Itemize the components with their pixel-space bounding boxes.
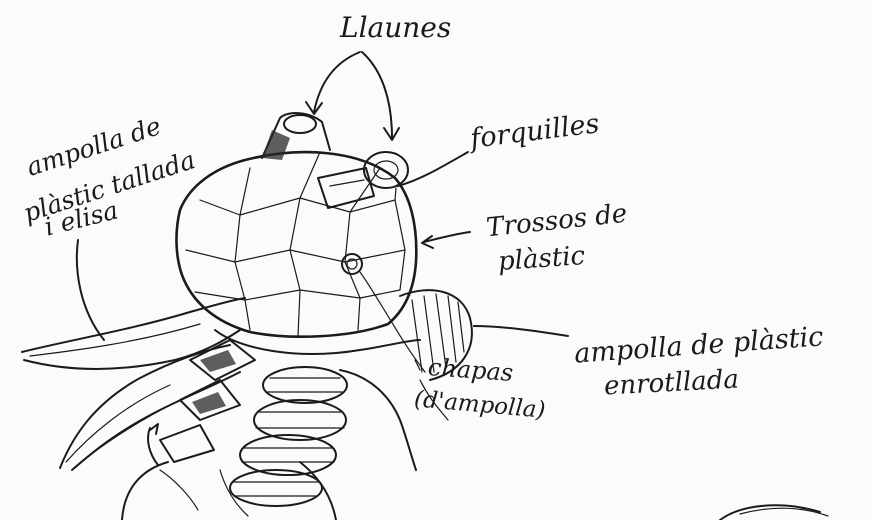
label-chapas-line1: chapas	[427, 355, 514, 385]
label-trossos-line2: plàstic	[497, 243, 586, 275]
label-ampolla-enrotllada-line2: enrotllada	[603, 366, 739, 399]
label-llaunes: Llaunes	[340, 14, 451, 42]
annotation-arrows	[77, 52, 828, 520]
cans	[262, 113, 408, 208]
dome-body	[176, 152, 425, 372]
lower-body	[160, 330, 420, 516]
